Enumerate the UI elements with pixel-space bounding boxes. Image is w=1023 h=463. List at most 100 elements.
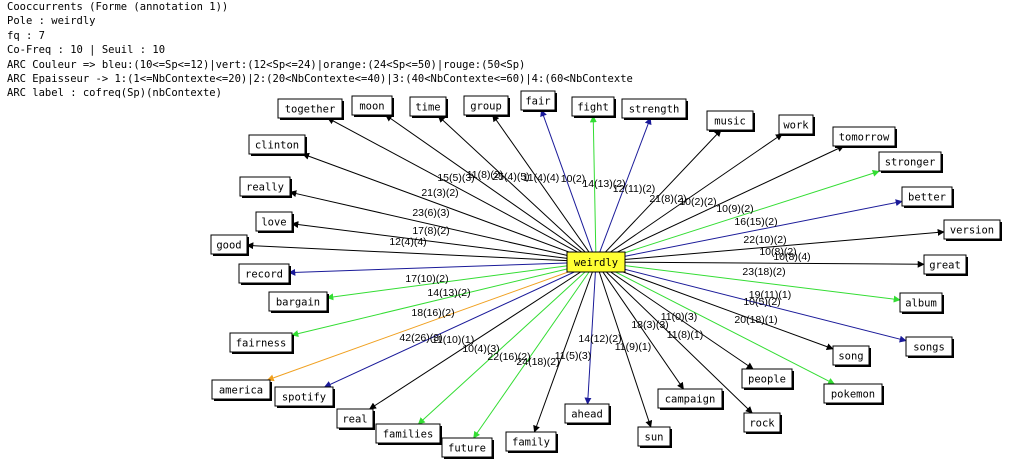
node-box	[277, 98, 343, 119]
edge-pokemon	[595, 261, 836, 385]
node-sun: sun	[637, 426, 672, 448]
node-spotify: spotify	[274, 386, 335, 408]
node-box	[409, 96, 447, 117]
node-strength: strength	[621, 98, 688, 120]
edge-clinton	[302, 152, 597, 263]
edge-label: 18(3)(3)	[631, 319, 668, 331]
node-together: together	[277, 98, 344, 120]
edge-strength	[595, 117, 652, 263]
edge-label: 42(26)(3)	[399, 332, 442, 344]
node-label: strength	[629, 104, 680, 116]
node-box	[268, 291, 328, 312]
node-good: good	[210, 234, 249, 256]
node-america: america	[211, 379, 272, 401]
edge-label: 17(8)(2)	[412, 225, 449, 237]
node-really: really	[239, 176, 292, 198]
node-box	[229, 332, 293, 353]
node-label: really	[246, 182, 284, 194]
node-box	[375, 423, 441, 444]
edge-label: 12(11)(2)	[613, 183, 655, 195]
edge-label: 16(15)(2)	[734, 216, 777, 228]
node-box	[832, 345, 870, 366]
node-box	[336, 408, 374, 429]
pole-label: weirdly	[574, 257, 618, 269]
edge-fairness	[291, 261, 597, 338]
node-pokemon: pokemon	[823, 383, 884, 405]
edge-fair	[540, 109, 597, 263]
node-box	[520, 90, 556, 111]
edge-real	[369, 261, 597, 410]
edge-song	[595, 261, 834, 351]
node-time: time	[409, 96, 448, 118]
node-clinton: clinton	[248, 134, 307, 156]
node-box	[255, 211, 293, 232]
node-album: album	[899, 292, 944, 314]
node-label: future	[448, 443, 486, 455]
edge-label: 22(10)(2)	[743, 234, 786, 246]
node-box	[878, 151, 942, 172]
edge-future	[473, 261, 597, 439]
edge-fight	[589, 115, 597, 263]
edge-label: 10(2)(2)	[679, 196, 716, 208]
node-label: group	[470, 101, 502, 113]
node-work: work	[778, 114, 815, 136]
edge-good	[246, 242, 597, 263]
header-title: Cooccurrents (Forme (annotation 1))	[7, 1, 229, 13]
node-label: real	[342, 414, 367, 426]
edge-stronger	[595, 169, 880, 263]
edge-label: 11(0)(3)	[661, 311, 698, 323]
edge-label: 23(18)(2)	[742, 266, 785, 278]
node-label: people	[748, 374, 786, 386]
node-family: family	[505, 431, 558, 453]
node-record: record	[238, 263, 291, 285]
node-box	[274, 386, 334, 407]
node-real: real	[336, 408, 375, 430]
node-box	[211, 379, 271, 400]
node-families: families	[375, 423, 442, 445]
edge-label: 17(10)(2)	[405, 273, 448, 285]
edge-people	[595, 261, 754, 370]
edge-time	[437, 115, 597, 263]
edge-label: 10(9)(2)	[716, 203, 753, 215]
node-label: spotify	[282, 392, 326, 404]
node-songs: songs	[905, 336, 954, 358]
node-label: fair	[525, 96, 550, 108]
edge-label: 14(13)(2)	[582, 178, 625, 190]
node-label: ahead	[571, 409, 603, 421]
node-future: future	[441, 437, 494, 459]
header-arc-label-legend: ARC label : cofreq(Sp)(nbContexte)	[7, 87, 222, 100]
edge-america	[266, 261, 597, 382]
edge-label: 10(5)(2)	[743, 296, 780, 308]
node-box	[943, 219, 1001, 240]
node-label: sun	[645, 432, 664, 444]
edge-album	[595, 261, 901, 303]
node-fairness: fairness	[229, 332, 294, 354]
node-label: record	[245, 269, 283, 281]
node-people: people	[741, 368, 794, 390]
node-stronger: stronger	[878, 151, 943, 173]
node-version: version	[943, 219, 1002, 241]
node-box	[905, 336, 953, 357]
node-label: music	[714, 116, 746, 128]
edge-great	[595, 260, 925, 268]
node-box	[505, 431, 557, 452]
node-label: song	[838, 351, 863, 363]
node-label: version	[950, 225, 994, 237]
edge-label: 10(8)(2)	[759, 246, 796, 258]
node-box	[657, 388, 723, 409]
edge-version	[595, 228, 945, 263]
header-arc-color-legend: ARC Couleur => bleu:(10<=Sp<=12)|vert:(1…	[7, 58, 526, 71]
edge-label: 14(12)(2)	[578, 333, 621, 345]
node-label: tomorrow	[839, 132, 890, 144]
node-box	[239, 176, 291, 197]
node-moon: moon	[351, 95, 394, 117]
header: Cooccurrents (Forme (annotation 1)) Pole…	[7, 0, 633, 101]
edge-label: 18(16)(2)	[411, 307, 454, 319]
edge-label: 15(5)(3)	[437, 172, 474, 184]
node-ahead: ahead	[564, 403, 611, 425]
edge-bargain	[326, 261, 597, 301]
edge-label: 11(5)(3)	[555, 350, 592, 362]
edge-spotify	[323, 261, 597, 388]
